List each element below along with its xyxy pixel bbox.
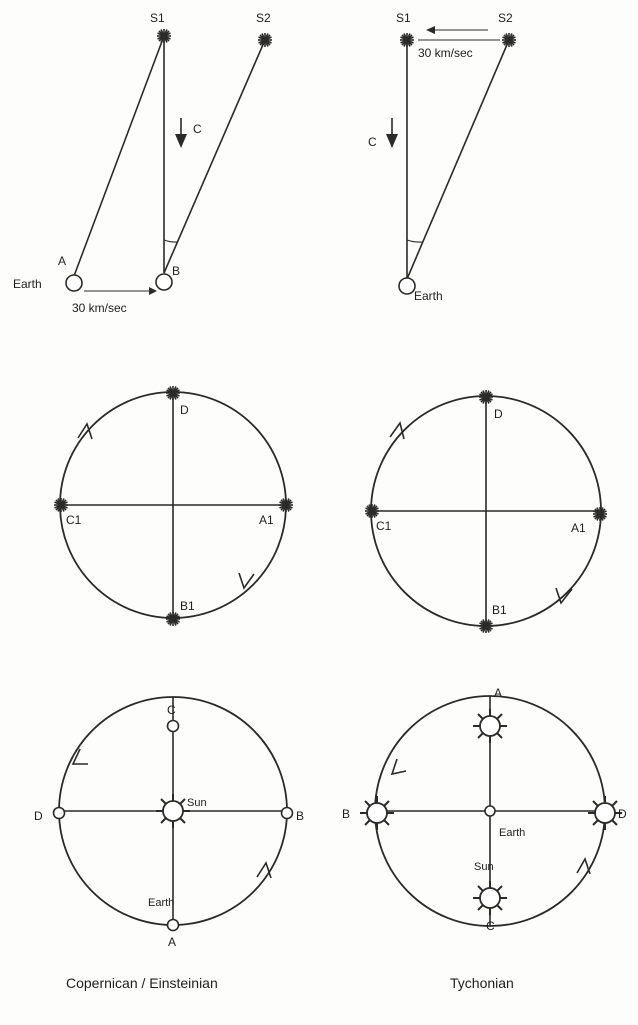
caption-copernican: Copernican / Einsteinian xyxy=(66,975,218,991)
star-c1-icon xyxy=(54,498,68,512)
earth-center xyxy=(485,806,495,816)
aberration-angle-right xyxy=(407,240,422,242)
label-a1: A1 xyxy=(259,513,274,527)
label-s2: S2 xyxy=(498,11,513,25)
orbit-arrow-upper-icon xyxy=(390,423,404,439)
label-light-c: C xyxy=(193,122,202,136)
tychonian-panel: A B D C Earth Sun Tychonian xyxy=(342,686,627,991)
sun-icon xyxy=(156,794,190,828)
label-sun: Sun xyxy=(187,797,207,809)
earth-position-a xyxy=(168,920,179,931)
label-b: B xyxy=(172,264,180,278)
star-motion-arrow-icon xyxy=(426,26,435,34)
label-d: D xyxy=(618,807,627,821)
label-speed: 30 km/sec xyxy=(418,46,473,60)
aberration-angle xyxy=(164,240,178,242)
mid-right-panel: D C1 A1 B1 xyxy=(365,390,607,633)
label-d: D xyxy=(34,809,43,823)
label-sun: Sun xyxy=(474,861,494,873)
label-d: D xyxy=(180,403,189,417)
sightline-b-s2 xyxy=(164,40,265,273)
star-s1-icon xyxy=(400,33,414,47)
label-d: D xyxy=(494,407,503,421)
label-c: C xyxy=(167,703,176,717)
label-c1: C1 xyxy=(376,519,392,533)
label-b: B xyxy=(296,809,304,823)
sun-position-a-icon xyxy=(473,709,507,743)
label-speed: 30 km/sec xyxy=(72,301,127,315)
earth-position-b xyxy=(282,808,293,819)
label-a: A xyxy=(58,254,66,268)
sightline-earth-s2 xyxy=(407,40,509,279)
sightline-a-s1 xyxy=(74,36,164,276)
label-earth: Earth xyxy=(499,827,525,839)
earth-position-c xyxy=(168,721,179,732)
sun-position-c-icon xyxy=(473,881,507,915)
orbit-arrow-lower-icon xyxy=(257,863,271,878)
star-s2-icon xyxy=(502,33,516,47)
sun-position-b-icon xyxy=(360,796,394,830)
star-d-icon xyxy=(479,390,493,404)
motion-arrow-icon xyxy=(149,287,157,295)
star-s2-icon xyxy=(258,33,272,47)
label-a: A xyxy=(494,686,502,700)
star-a1-icon xyxy=(279,498,293,512)
caption-tychonian: Tychonian xyxy=(450,975,514,991)
label-s1: S1 xyxy=(150,11,165,25)
light-arrow-icon xyxy=(386,134,398,148)
label-c: C xyxy=(486,919,495,933)
top-left-panel: S1 S2 C A B Earth 30 km/sec xyxy=(13,11,272,315)
label-earth: Earth xyxy=(414,289,443,303)
label-earth: Earth xyxy=(13,277,42,291)
label-a: A xyxy=(168,935,176,949)
orbit-arrow-upper-icon xyxy=(392,759,406,774)
star-b1-icon xyxy=(479,619,493,633)
copernican-panel: C D B A Sun Earth Copernican / Einsteini… xyxy=(34,697,304,991)
label-b1: B1 xyxy=(492,603,507,617)
orbit-arrow-upper-icon xyxy=(78,424,92,439)
mid-left-panel: D C1 A1 B1 xyxy=(54,386,293,626)
label-a1: A1 xyxy=(571,521,586,535)
earth-position-d xyxy=(54,808,65,819)
star-b1-icon xyxy=(166,612,180,626)
label-b: B xyxy=(342,807,350,821)
star-d-icon xyxy=(166,386,180,400)
label-b1: B1 xyxy=(180,599,195,613)
label-s1: S1 xyxy=(396,11,411,25)
star-c1-icon xyxy=(365,504,379,518)
light-arrow-icon xyxy=(175,134,187,148)
label-earth: Earth xyxy=(148,897,174,909)
earth-position xyxy=(399,278,415,294)
label-s2: S2 xyxy=(256,11,271,25)
star-s1-icon xyxy=(157,29,171,43)
star-a1-icon xyxy=(593,507,607,521)
earth-position-a xyxy=(66,275,82,291)
label-light-c: C xyxy=(368,135,377,149)
sun-position-d-icon xyxy=(588,796,622,830)
label-c1: C1 xyxy=(66,513,82,527)
earth-position-b xyxy=(156,274,172,290)
top-right-panel: S1 S2 30 km/sec C Earth xyxy=(368,11,516,303)
